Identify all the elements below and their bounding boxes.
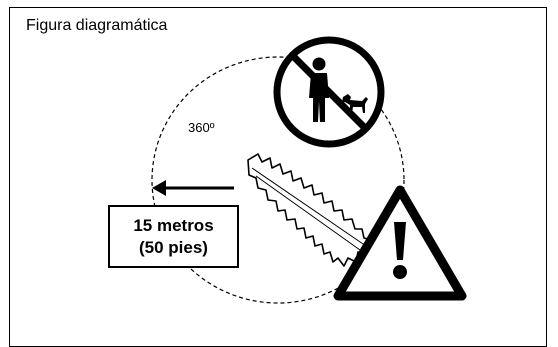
direction-arrow-icon bbox=[152, 180, 234, 196]
distance-meters: 15 metros bbox=[133, 215, 214, 235]
hedge-trimmer-blade-icon bbox=[247, 153, 373, 267]
warning-triangle-icon bbox=[333, 185, 467, 301]
figure-title: Figura diagramática bbox=[26, 17, 168, 34]
degree-label: 360º bbox=[188, 120, 215, 135]
no-bystanders-no-pets-icon bbox=[273, 36, 385, 148]
safety-zone-circle bbox=[151, 56, 405, 304]
distance-label: 15 metros (50 pies) bbox=[108, 205, 239, 268]
distance-feet: (50 pies) bbox=[139, 237, 208, 257]
